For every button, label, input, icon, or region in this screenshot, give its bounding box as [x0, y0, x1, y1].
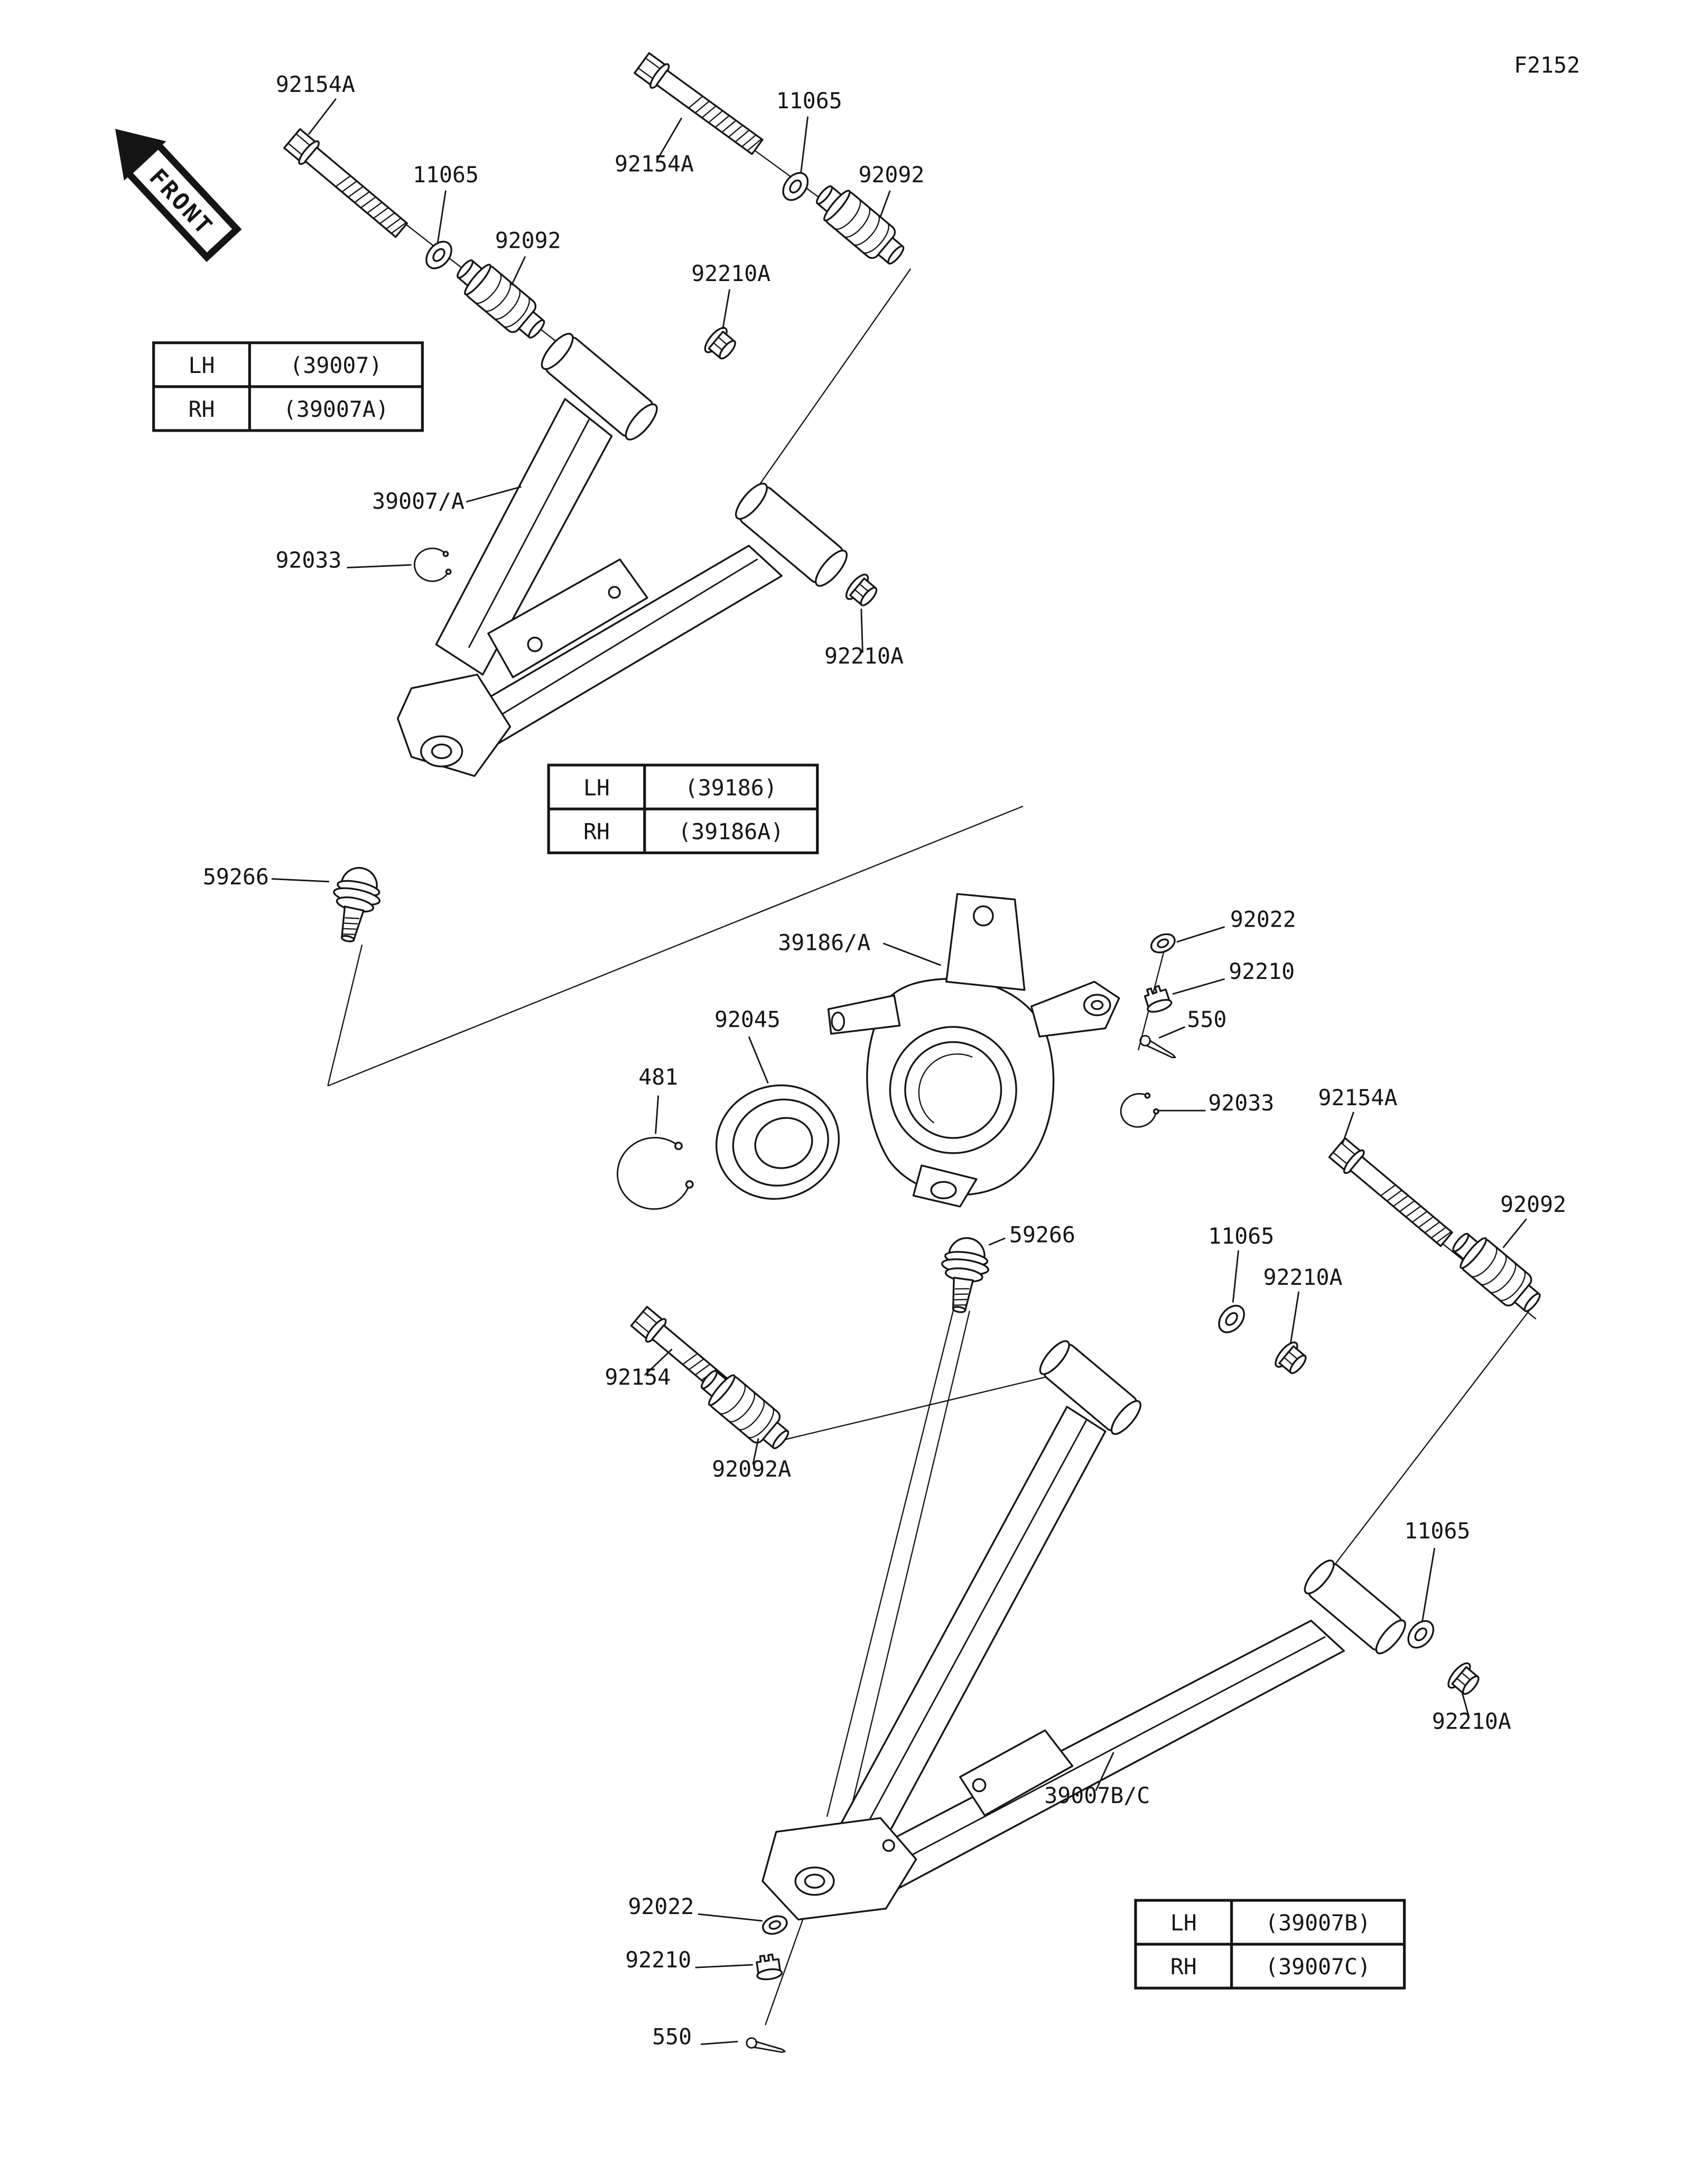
callout-92154-lower-front: 92154: [605, 1364, 671, 1390]
callout-92210-knuckle: 92210: [1229, 958, 1295, 984]
cotter-pin-550-knuckle: [1138, 1033, 1179, 1061]
bearing-92045: [716, 1084, 840, 1200]
callout-39186-knuckle: 39186/A: [778, 930, 870, 956]
washer-11065-upper-rear: [777, 167, 814, 206]
callout-92092-upper-rear: 92092: [858, 162, 924, 188]
figure-code: F2152: [1514, 52, 1580, 78]
lower-control-arm: [761, 1340, 1406, 1921]
callout-550-knuckle: 550: [1187, 1006, 1227, 1032]
callout-92033-knuckle: 92033: [1208, 1090, 1274, 1116]
circlip-92033-upper: [413, 547, 452, 582]
part-table-knuckle: LH (39186) RH (39186A): [547, 763, 819, 854]
table-cell: LH: [1170, 1910, 1197, 1936]
castle-nut-92210-knuckle: [1141, 983, 1174, 1015]
callout-11065-upper-front: 11065: [413, 162, 479, 188]
bushing-92092a-lower-front: [693, 1361, 797, 1458]
table-cell: (39007B): [1265, 1910, 1371, 1936]
callout-92092-lower-rear: 92092: [1500, 1191, 1566, 1217]
bushing-92092-upper-front: [449, 251, 553, 347]
circlip-92033-knuckle: [1120, 1092, 1159, 1128]
callout-11065-lower-rear: 11065: [1404, 1518, 1470, 1544]
callout-92092-upper-front: 92092: [495, 228, 561, 254]
table-cell: LH: [189, 352, 215, 378]
washer-92022-lower: [759, 1912, 791, 1938]
front-arrow-head: [115, 128, 166, 181]
callout-550-lower: 550: [652, 2024, 692, 2050]
callout-92022-knuckle: 92022: [1230, 906, 1296, 932]
table-cell: (39186A): [678, 818, 784, 844]
callout-92033-upper: 92033: [275, 547, 341, 573]
callout-59266-upper: 59266: [203, 864, 269, 890]
table-cell: LH: [583, 774, 610, 800]
callout-92210-lower: 92210: [625, 1947, 691, 1973]
bushing-92092-lower-rear: [1445, 1225, 1548, 1321]
callout-92154a-upper-front: 92154A: [276, 71, 355, 97]
part-table-upper-arm: LH (39007) RH (39007A): [152, 341, 424, 432]
callout-11065-upper-rear: 11065: [776, 88, 842, 114]
upper-control-arm: [396, 333, 848, 777]
callout-11065-lower-mid: 11065: [1208, 1223, 1274, 1249]
callout-92045-bearing: 92045: [714, 1006, 781, 1032]
table-cell: RH: [189, 396, 215, 422]
steering-knuckle: [827, 893, 1120, 1208]
nut-92210a-upper-rear: [842, 570, 882, 612]
table-cell: RH: [583, 818, 610, 844]
front-arrow-body: [123, 140, 242, 263]
washer-11065-upper-front: [420, 236, 458, 274]
bolt-92154a-lower-rear: [1327, 1135, 1457, 1252]
callout-92092a-lower-front: 92092A: [712, 1456, 791, 1482]
bolt-92154a-upper-front: [282, 126, 412, 242]
table-cell: (39007C): [1265, 1954, 1371, 1980]
callout-92210a-upper-rear: 92210A: [824, 643, 904, 669]
balljoint-59266-lower: [935, 1234, 993, 1317]
washer-11065-lower-mid: [1213, 1300, 1250, 1338]
leader-lines-path: [271, 98, 1527, 2046]
callout-92154a-lower-rear: 92154A: [1318, 1085, 1397, 1110]
callout-92154a-upper-rear: 92154A: [615, 151, 694, 176]
callout-39007-upper-arm: 39007/A: [372, 488, 464, 514]
callout-92210a-upper-front: 92210A: [691, 260, 770, 286]
castle-nut-92210-lower: [754, 1953, 784, 1982]
table-cell: RH: [1170, 1954, 1197, 1980]
callout-92210a-lower-mid: 92210A: [1263, 1264, 1343, 1290]
table-cell: (39007A): [283, 396, 389, 422]
circlip-481: [617, 1136, 694, 1210]
front-direction-arrow: FRONT: [115, 128, 242, 263]
nut-92210a-lower-rear: [1444, 1659, 1485, 1701]
callout-39007bc-lower-arm: 39007B/C: [1044, 1782, 1150, 1808]
cotter-pin-550-lower: [745, 2036, 787, 2055]
table-cell: (39186): [685, 774, 777, 800]
leader-lines: [271, 98, 1527, 2046]
callout-92022-lower: 92022: [628, 1893, 694, 1919]
nut-92210a-lower-mid: [1271, 1338, 1312, 1380]
washer-11065-lower-rear: [1402, 1615, 1439, 1654]
table-cell: (39007): [290, 352, 382, 378]
bushing-92092-upper-rear: [808, 177, 912, 273]
part-table-lower-arm: LH (39007B) RH (39007C): [1134, 1899, 1406, 1990]
nut-92210a-upper-front: [700, 323, 741, 365]
balljoint-59266-upper: [323, 862, 387, 947]
bolt-92154a-upper-rear: [632, 50, 767, 160]
washer-92022-knuckle: [1147, 929, 1179, 957]
callout-481-circlip: 481: [638, 1064, 678, 1090]
callout-92210a-lower-rear: 92210A: [1432, 1709, 1511, 1734]
callout-59266-lower: 59266: [1009, 1221, 1075, 1247]
